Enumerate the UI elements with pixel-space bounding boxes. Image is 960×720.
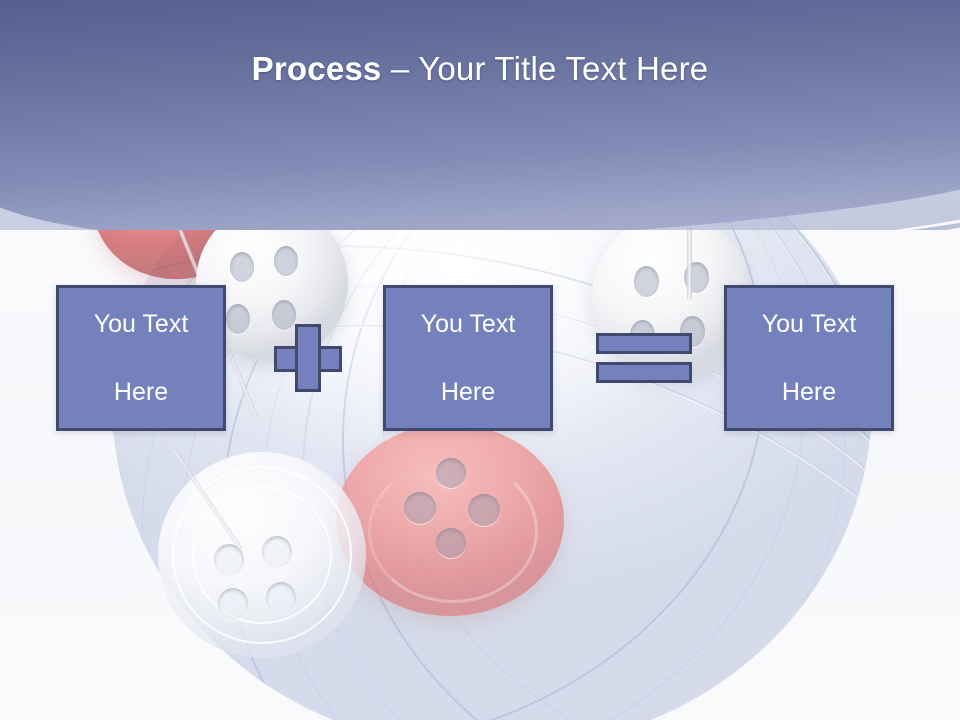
plus-center-patch	[298, 349, 318, 369]
process-box-3-line2: Here	[781, 378, 837, 406]
pink-button-image	[336, 424, 564, 616]
process-box-1-line1: You Text	[93, 310, 189, 338]
process-box-1-line2: Here	[113, 378, 169, 406]
title-rest: Your Title Text Here	[418, 50, 709, 87]
process-box-3-line1: You Text	[761, 310, 857, 338]
page-title: Process – Your Title Text Here	[0, 48, 960, 90]
equals-bottom-bar	[596, 362, 692, 383]
title-separator: –	[381, 50, 419, 87]
equals-operator-icon	[596, 333, 692, 383]
equals-top-bar	[596, 333, 692, 354]
pin-shaft-purple-icon	[687, 140, 692, 300]
translucent-button-image	[158, 452, 366, 658]
process-box-2-line2: Here	[440, 378, 496, 406]
process-box-2-line1: You Text	[420, 310, 516, 338]
title-lead: Process	[251, 50, 382, 87]
plus-operator-icon	[274, 324, 342, 392]
